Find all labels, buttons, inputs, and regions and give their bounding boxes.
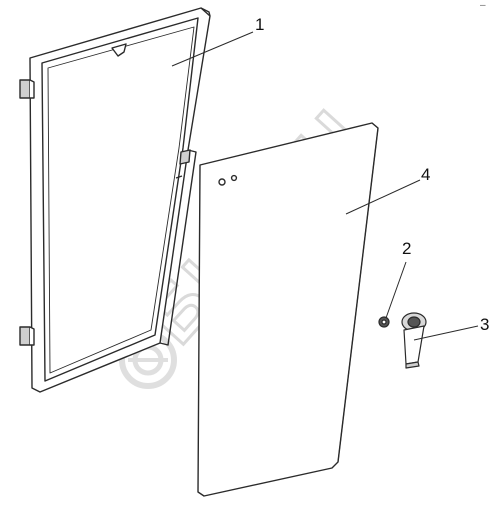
bushing (378, 316, 390, 328)
hinge-top (19, 79, 35, 99)
callout-3: 3 (480, 315, 490, 334)
door-handle (401, 312, 427, 369)
glass-hole-2 (230, 174, 238, 182)
leader-4 (345, 179, 421, 215)
glass-hole-1 (218, 178, 226, 186)
corner-mark: – (480, 0, 486, 11)
leader-lines (171, 31, 479, 341)
door-frame (19, 7, 211, 393)
callout-4: 4 (421, 165, 431, 184)
leader-2 (385, 261, 407, 319)
glass-panel (197, 122, 379, 497)
callout-2: 2 (402, 239, 412, 258)
leader-3 (413, 325, 479, 341)
callout-1: 1 (255, 15, 265, 34)
leader-1 (171, 31, 254, 67)
hinge-bottom (19, 326, 35, 346)
